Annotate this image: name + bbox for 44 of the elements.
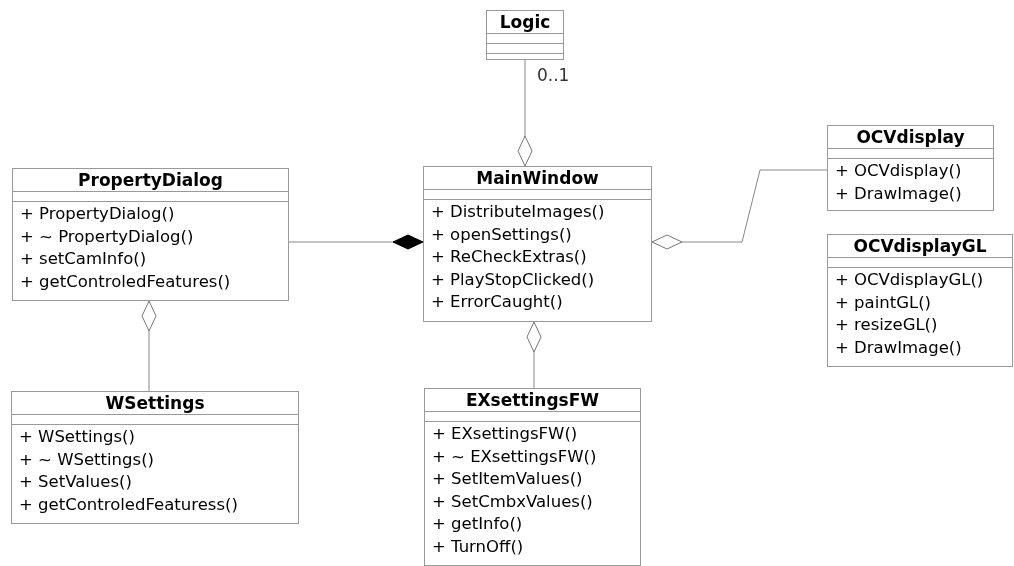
class-name: Logic <box>487 11 563 34</box>
method-signature: + DrawImage() <box>834 336 962 359</box>
method-signature: + PlayStopClicked() <box>430 268 595 291</box>
method-signature: + SetItemValues() <box>431 468 583 490</box>
method-signature: + DistributeImages() <box>430 201 605 223</box>
method-signature: + resizeGL() <box>834 314 938 336</box>
method-signature: + getInfo() <box>431 513 523 535</box>
class-box <box>827 125 994 211</box>
method-signature: + ReCheckExtras() <box>430 246 587 268</box>
method-signature: + SetCmbxValues() <box>431 490 593 513</box>
method-signature: + ~ WSettings() <box>18 448 154 471</box>
method-signature: + getControledFeaturess() <box>18 493 238 516</box>
class-name: MainWindow <box>424 167 651 190</box>
aggregation-connector <box>141 300 157 392</box>
method-signature: + OCVdisplay() <box>834 160 962 182</box>
class-box <box>827 234 1013 367</box>
method-signature: + DrawImage() <box>834 182 962 205</box>
class-name: OCVdisplay <box>828 126 993 149</box>
aggregation-connector <box>651 169 828 250</box>
composition-connector <box>288 234 424 250</box>
method-signature: + TurnOff() <box>431 535 524 558</box>
method-signature: + EXsettingsFW() <box>431 423 578 445</box>
method-signature: + PropertyDialog() <box>19 203 175 225</box>
aggregation-connector <box>526 321 542 389</box>
method-signature: + ~ PropertyDialog() <box>19 225 194 248</box>
method-signature: + paintGL() <box>834 291 932 314</box>
method-signature: + openSettings() <box>430 223 572 246</box>
class-box <box>11 391 299 524</box>
method-signature: + SetValues() <box>18 471 132 493</box>
class-name: WSettings <box>12 392 298 415</box>
method-signature: + ~ EXsettingsFW() <box>431 445 597 468</box>
method-signature: + ErrorCaught() <box>430 291 563 313</box>
method-signature: + OCVdisplayGL() <box>834 269 984 291</box>
class-name: EXsettingsFW <box>425 389 640 412</box>
method-signature: + setCamInfo() <box>19 248 147 270</box>
class-name: PropertyDialog <box>13 169 288 192</box>
class-box <box>424 388 641 566</box>
aggregation-connector <box>517 59 533 167</box>
method-signature: + WSettings() <box>18 426 135 448</box>
class-box <box>423 166 652 322</box>
class-name: OCVdisplayGL <box>828 235 1012 258</box>
class-box <box>12 168 289 301</box>
class-box <box>486 10 564 60</box>
method-signature: + getControledFeatures() <box>19 270 231 293</box>
